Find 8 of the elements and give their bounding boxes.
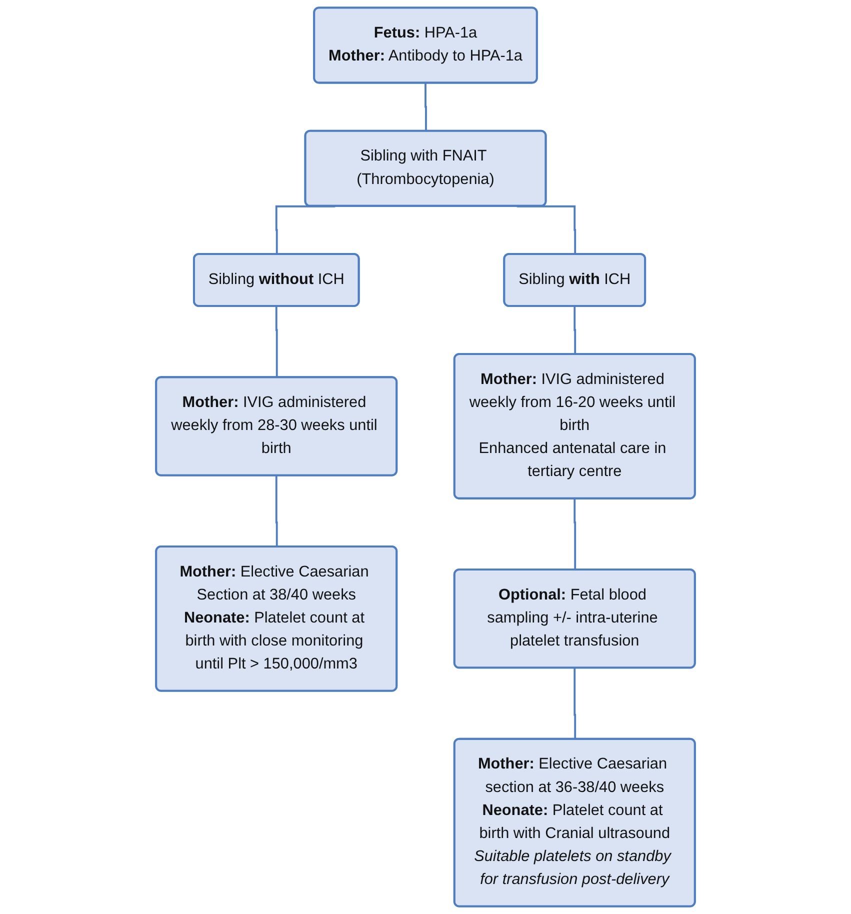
connector: [574, 667, 576, 740]
connector: [275, 474, 278, 547]
connector: [424, 82, 427, 132]
connector: [516, 205, 576, 254]
connector: [275, 205, 336, 254]
connector: [574, 305, 576, 355]
connector: [574, 498, 576, 570]
connector: [275, 305, 278, 378]
